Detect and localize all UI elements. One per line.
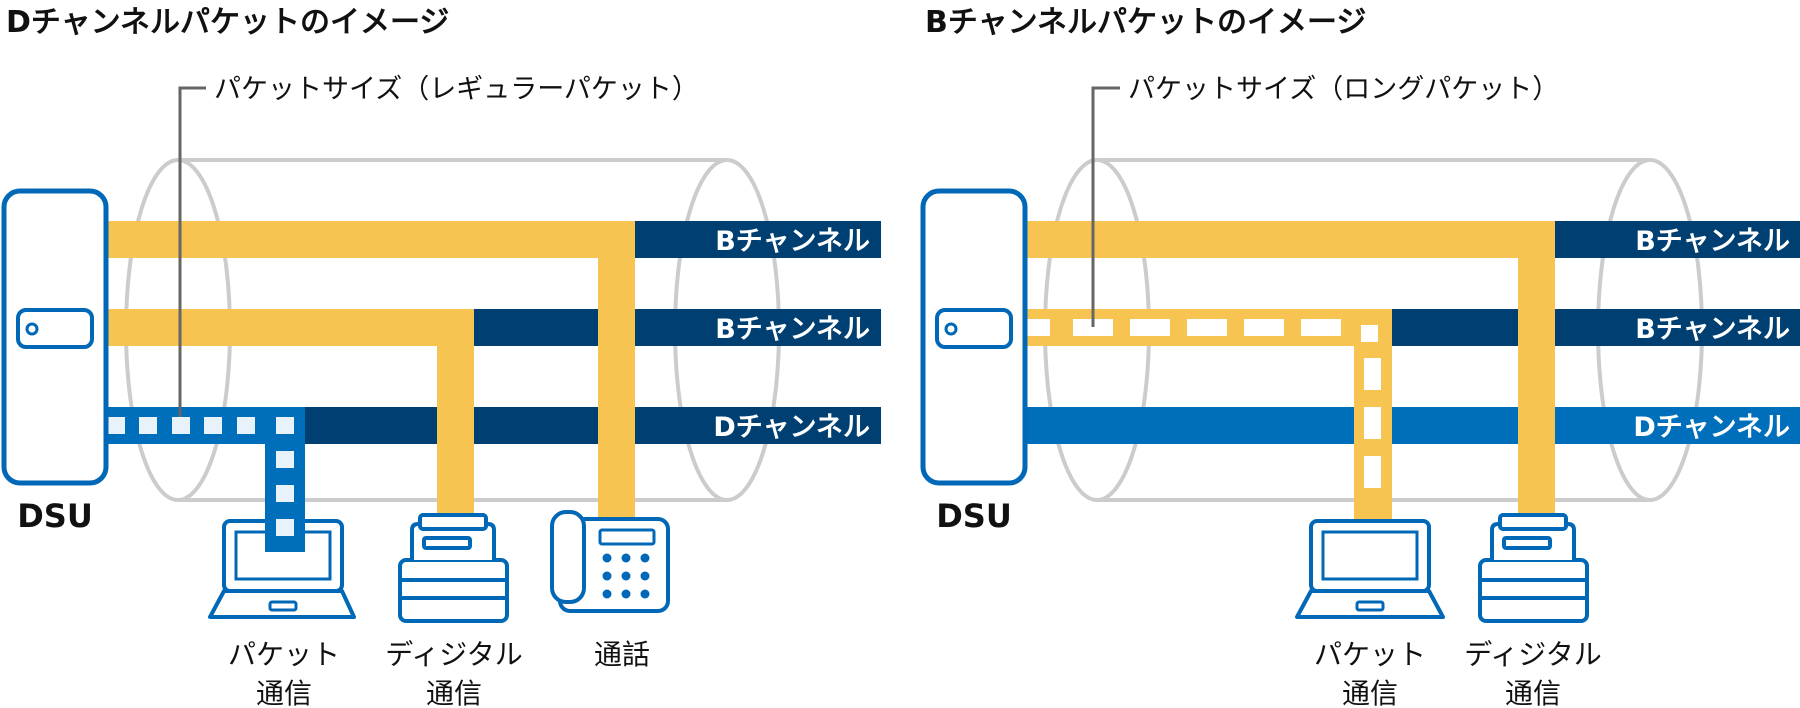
- right-channel-label-2: Bチャンネル: [1635, 314, 1790, 345]
- left-packet-drop: [265, 444, 305, 552]
- right-packet-size-leader: [1091, 86, 1120, 327]
- right-d-channel: [1027, 407, 1800, 444]
- left-packet-size-leader: [178, 86, 206, 417]
- left-dsu-label: DSU: [17, 497, 93, 535]
- right-device-label-2-line1: ディジタル: [1464, 638, 1601, 671]
- right-digital-path: [1027, 221, 1555, 518]
- telephone-icon: [550, 510, 670, 613]
- left-device-label-1-line2: 通信: [256, 677, 312, 708]
- left-channel-label-2: Bチャンネル: [715, 314, 870, 345]
- right-long-packets: [1026, 319, 1381, 488]
- laptop-icon: [1295, 519, 1445, 619]
- right-channel-label-3: Dチャンネル: [1633, 412, 1790, 443]
- right-device-label-2-line2: 通信: [1505, 677, 1561, 708]
- right-device-label-1-line2: 通信: [1342, 677, 1398, 708]
- left-packet-size-label: パケットサイズ（レギュラーパケット）: [214, 74, 699, 105]
- left-title: Dチャンネルパケットのイメージ: [6, 5, 449, 40]
- right-diagram: Bチャンネルパケットのイメージ: [920, 5, 1800, 708]
- right-packet-size-label: パケットサイズ（ロングパケット）: [1128, 74, 1559, 105]
- left-channel-label-1: Bチャンネル: [715, 226, 870, 257]
- right-title: Bチャンネルパケットのイメージ: [925, 5, 1366, 40]
- right-dsu: [920, 188, 1028, 486]
- left-voice-path: [108, 221, 635, 518]
- left-channel-label-3: Dチャンネル: [713, 412, 870, 443]
- left-device-label-2-line2: 通信: [426, 677, 482, 708]
- right-dsu-label: DSU: [936, 497, 1012, 535]
- left-diagram: Dチャンネルパケットのイメージ: [1, 5, 881, 708]
- fax-machine-icon: [398, 513, 509, 623]
- fax-machine-icon: [1478, 513, 1589, 623]
- right-device-label-1-line1: パケット: [1314, 638, 1426, 671]
- left-device-label-1-line1: パケット: [228, 638, 340, 671]
- left-digital-path: [108, 309, 474, 520]
- left-dsu: [1, 188, 109, 486]
- right-channel-label-1: Bチャンネル: [1635, 226, 1790, 257]
- laptop-icon: [208, 519, 356, 619]
- left-device-label-3-line1: 通話: [594, 638, 650, 671]
- left-device-label-2-line1: ディジタル: [385, 638, 522, 671]
